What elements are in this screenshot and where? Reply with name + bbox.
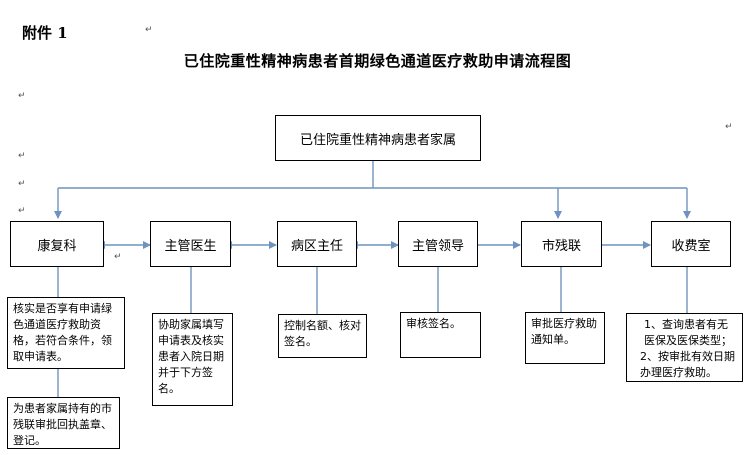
node-ward-director-label: 病区主任	[290, 238, 343, 254]
note-rehab-register: 为患者家属持有的市残联审批回执盖章、登记。	[7, 397, 120, 449]
paragraph-mark: ↵	[18, 206, 26, 216]
note-cashier-step-2: 2、按审批有效日期办理医疗救助。	[640, 350, 735, 379]
node-cashier: 收费室	[651, 221, 731, 267]
paragraph-mark: ↵	[725, 122, 733, 132]
node-disabled-federation: 市残联	[521, 221, 602, 267]
note-doctor-assist: 协助家属填写申请表及核实患者入院日期并于下方签名。	[152, 313, 233, 406]
paragraph-mark: ↵	[18, 179, 26, 189]
node-leader: 主管领导	[398, 221, 478, 267]
node-ward-director: 病区主任	[277, 221, 357, 267]
node-rehab-label: 康复科	[37, 238, 77, 254]
paragraph-mark: ↵	[114, 252, 122, 262]
node-rehab: 康复科	[10, 221, 104, 267]
node-disabled-federation-label: 市残联	[541, 238, 581, 254]
paragraph-mark: ↵	[145, 25, 153, 35]
page-title: 已住院重性精神病患者首期绿色通道医疗救助申请流程图	[183, 52, 572, 70]
attachment-label: 附件 1	[22, 24, 68, 42]
family-node-label: 已住院重性精神病患者家属	[299, 132, 456, 148]
paragraph-mark: ↵	[18, 151, 26, 161]
paragraph-mark: ↵	[18, 91, 26, 101]
node-cashier-label: 收费室	[671, 238, 711, 254]
note-rehab-check: 核实是否享有申请绿色通道医疗救助资格，若符合条件，领取申请表。	[7, 297, 125, 369]
node-leader-label: 主管领导	[411, 238, 464, 254]
note-director-control: 控制名额、核对签名。	[278, 314, 367, 358]
note-leader-review: 审核签名。	[400, 312, 481, 358]
note-cashier-step-1: 1、查询患者有无医保及医保类型；	[644, 318, 732, 347]
note-federation-approve: 审批医疗救助通知单。	[525, 312, 605, 364]
note-cashier-steps: 1、查询患者有无医保及医保类型； 2、按审批有效日期办理医疗救助。	[626, 313, 743, 382]
node-attending-doctor: 主管医生	[150, 221, 231, 267]
node-attending-doctor-label: 主管医生	[164, 238, 217, 254]
family-node: 已住院重性精神病患者家属	[275, 115, 481, 161]
